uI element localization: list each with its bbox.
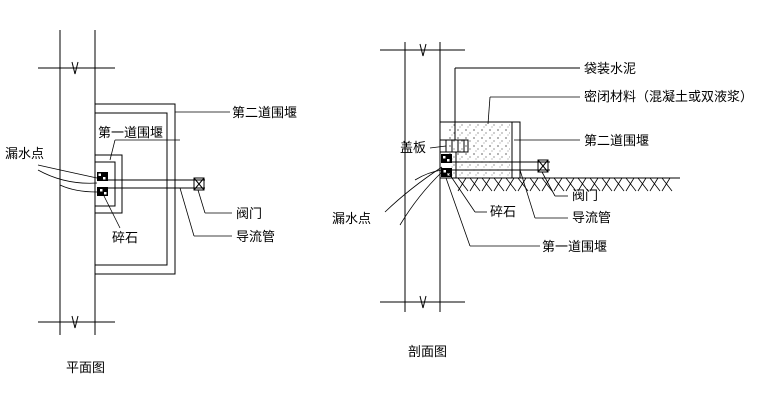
section-leak-lines [384, 166, 443, 226]
plan-label-second-cofferdam: 第二道围堰 [232, 106, 297, 121]
section-label-drain-pipe: 导流管 [572, 211, 611, 226]
plan-label-leak-point: 漏水点 [5, 146, 44, 162]
plan-leaders [103, 111, 232, 237]
section-leaders [429, 96, 580, 247]
section-valve-icon [537, 159, 549, 173]
plan-valve-icon [193, 177, 205, 191]
section-first-cofferdam [439, 151, 457, 179]
section-caption: 剖面图 [408, 345, 447, 360]
section-label-cover-plate: 盖板 [400, 141, 426, 156]
section-gravel [441, 154, 452, 177]
plan-first-cofferdam [94, 154, 123, 214]
section-label-bagged-cement: 袋装水泥 [584, 62, 636, 77]
plan-label-valve: 阀门 [236, 207, 262, 222]
section-bagged-cement [454, 67, 580, 140]
plan-label-drain-pipe: 导流管 [236, 230, 275, 245]
plan-caption: 平面图 [66, 361, 105, 376]
plan-view: 第二道围堰 第一道围堰 漏水点 碎石 阀门 导流管 平面图 [5, 30, 297, 376]
section-drain-pipe [452, 161, 550, 171]
section-label-sealing-material: 密闭材料（混凝土或双液浆） [584, 89, 753, 105]
section-wall [380, 42, 465, 312]
section-label-gravel: 碎石 [490, 205, 516, 220]
plan-wall [38, 30, 115, 335]
plan-drain-pipe [105, 179, 205, 189]
plan-leak-lines [37, 164, 98, 193]
section-label-valve: 阀门 [572, 189, 598, 204]
section-sealing-material [448, 124, 510, 176]
plan-label-first-cofferdam: 第一道围堰 [98, 126, 163, 141]
section-label-leak-point: 漏水点 [332, 211, 371, 227]
section-view: 袋装水泥 密闭材料（混凝土或双液浆） 盖板 第二道围堰 漏水点 碎石 阀门 导流… [332, 42, 753, 360]
section-label-first-cofferdam: 第一道围堰 [542, 240, 607, 255]
plan-gravel [97, 172, 108, 196]
section-label-second-cofferdam: 第二道围堰 [584, 134, 649, 149]
plan-label-gravel: 碎石 [112, 231, 138, 246]
section-ground [440, 177, 680, 192]
